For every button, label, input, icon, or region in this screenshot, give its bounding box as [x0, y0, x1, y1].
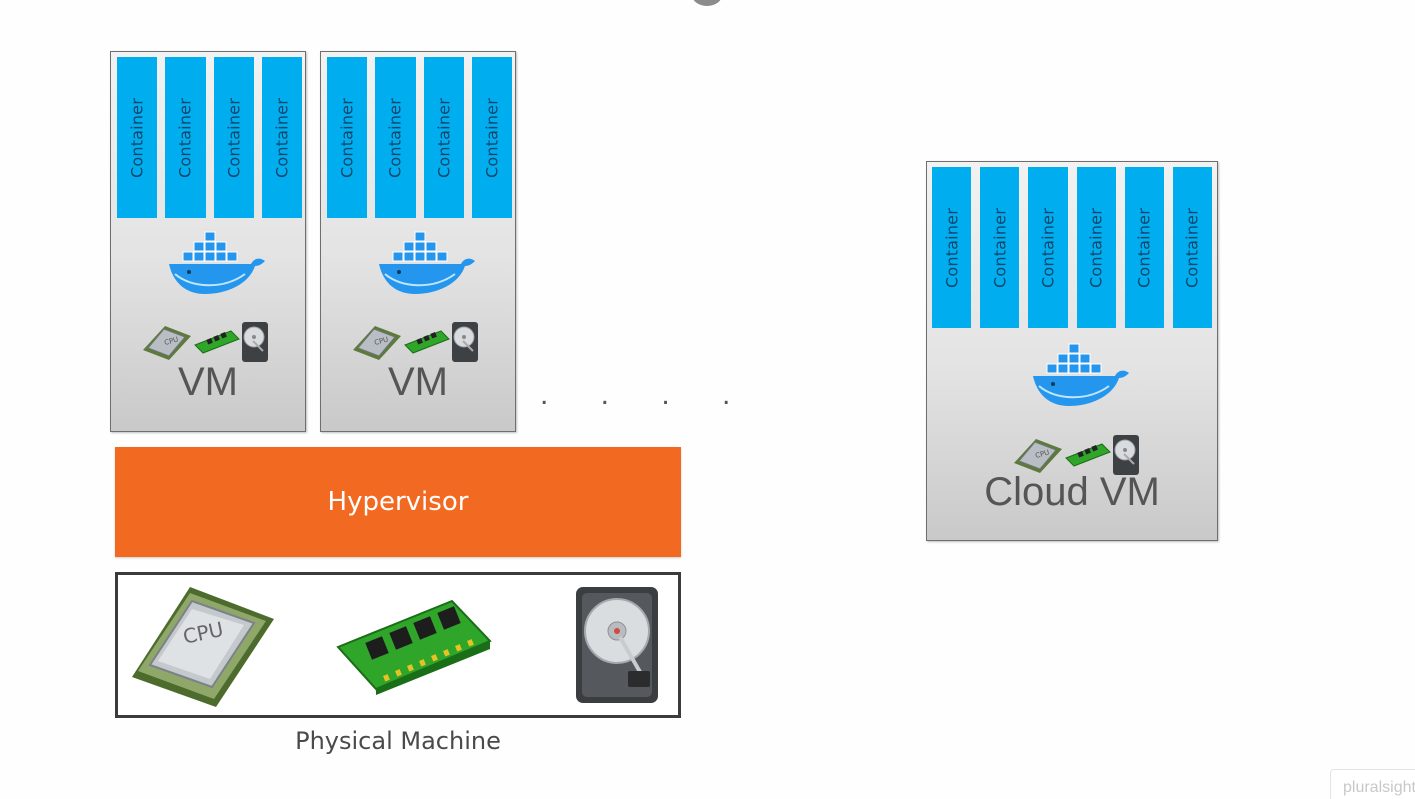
docker-whale-icon: [371, 230, 479, 298]
vm-label: VM: [388, 360, 448, 404]
svg-text:CPU: CPU: [1034, 449, 1050, 460]
cloud-vm-label: Cloud VM: [984, 470, 1160, 514]
hard-drive-icon: [1113, 435, 1139, 475]
container-block: Container: [117, 57, 158, 218]
container-label: Container: [272, 97, 292, 178]
container-label: Container: [337, 97, 357, 178]
hard-drive-icon: [576, 587, 658, 703]
container-block: Container: [213, 57, 254, 218]
container-label: Container: [224, 97, 244, 178]
container-block: Container: [1124, 167, 1164, 328]
container-label: Container: [1038, 207, 1058, 288]
container-stack: Container Container Container Container: [117, 57, 302, 218]
ram-icon: [1065, 443, 1111, 467]
svg-text:CPU: CPU: [163, 336, 179, 347]
ram-icon: [336, 599, 492, 695]
svg-text:CPU: CPU: [373, 336, 389, 347]
cpu-icon: CPU: [353, 326, 401, 360]
vm-hardware-row: CPU: [349, 320, 479, 364]
watermark-logo: pluralsight: [1330, 769, 1415, 799]
cloud-vm-box: Container Container Container Container …: [926, 161, 1218, 541]
container-label: Container: [1086, 207, 1106, 288]
container-block: Container: [471, 57, 512, 218]
ram-icon: [194, 330, 240, 354]
container-label: Container: [385, 97, 405, 178]
more-vms-ellipsis: . . . .: [540, 378, 753, 411]
container-block: Container: [375, 57, 416, 218]
container-label: Container: [127, 97, 147, 178]
container-block: Container: [1076, 167, 1116, 328]
container-label: Container: [482, 97, 502, 178]
container-block: Container: [261, 57, 302, 218]
hard-drive-icon: [242, 322, 268, 362]
container-block: Container: [932, 167, 972, 328]
container-label: Container: [990, 207, 1010, 288]
ram-icon: [404, 330, 450, 354]
hypervisor-label: Hypervisor: [327, 487, 469, 517]
physical-machine-label: Physical Machine: [295, 727, 501, 755]
container-label: Container: [1182, 207, 1202, 288]
container-block: Container: [423, 57, 464, 218]
cpu-icon: CPU: [1014, 439, 1062, 473]
container-label: Container: [175, 97, 195, 178]
container-stack: Container Container Container Container: [327, 57, 512, 218]
hard-drive-icon: [452, 322, 478, 362]
container-label: Container: [1134, 207, 1154, 288]
cpu-icon: CPU: [132, 587, 274, 707]
hypervisor-layer: Hypervisor: [115, 447, 681, 557]
cpu-icon: CPU: [143, 326, 191, 360]
container-block: Container: [980, 167, 1020, 328]
docker-whale-icon: [161, 230, 269, 298]
container-block: Container: [165, 57, 206, 218]
top-indicator: [692, 0, 722, 6]
vm-hardware-row: CPU: [1010, 433, 1140, 477]
container-block: Container: [1172, 167, 1213, 328]
vm-box-1: Container Container Container Container: [110, 51, 306, 432]
vm-box-2: Container Container Container Container: [320, 51, 516, 432]
docker-whale-icon: [1025, 342, 1133, 410]
vm-hardware-row: CPU: [139, 320, 269, 364]
container-block: Container: [1028, 167, 1068, 328]
vm-label: VM: [178, 360, 238, 404]
container-block: Container: [327, 57, 368, 218]
container-label: Container: [434, 97, 454, 178]
container-label: Container: [942, 207, 962, 288]
container-stack: Container Container Container Container …: [932, 167, 1213, 328]
physical-machine-box: CPU: [115, 572, 681, 718]
